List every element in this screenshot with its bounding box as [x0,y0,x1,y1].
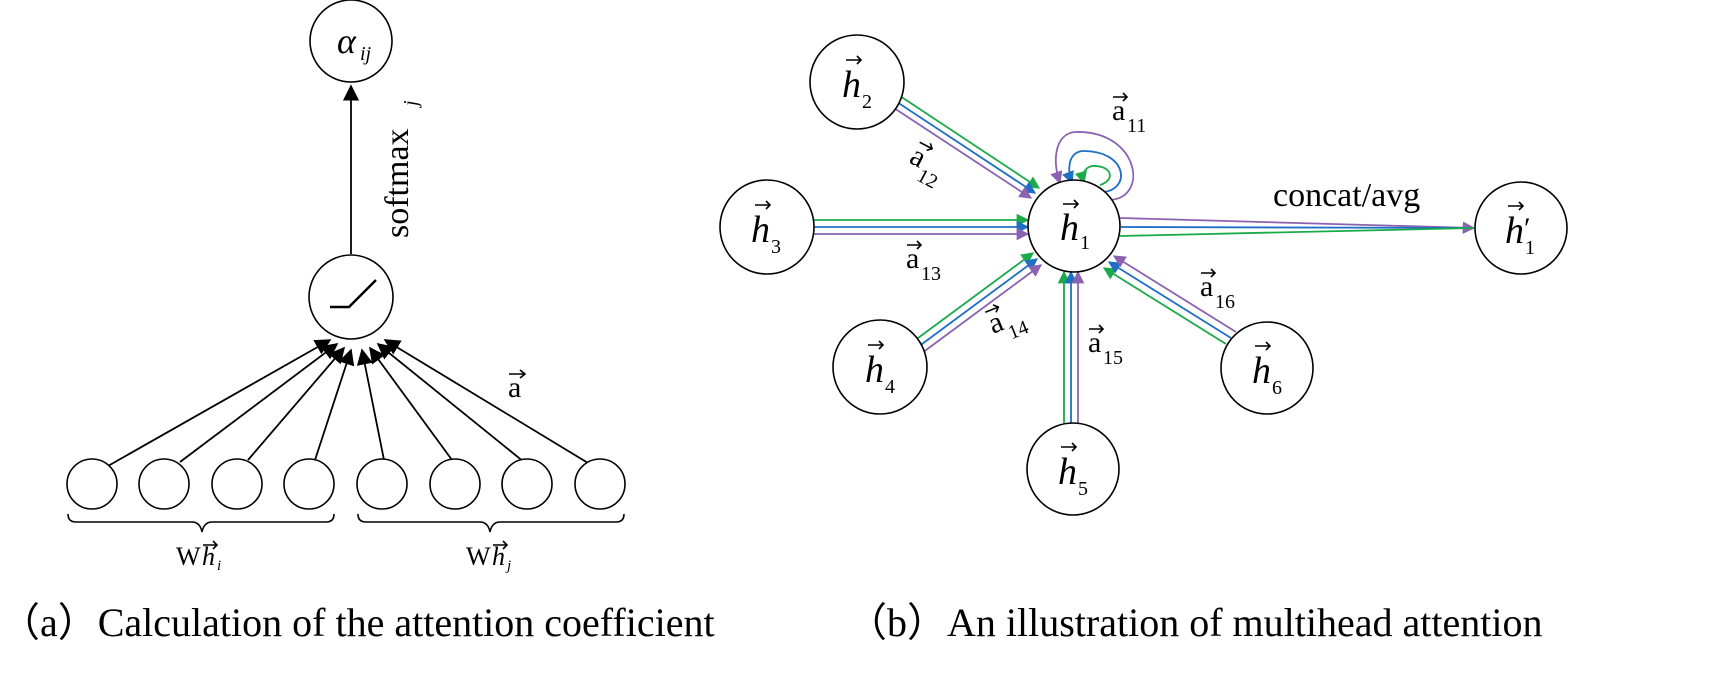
edge-label-a11-text: a [1112,94,1125,127]
caption-b: （b）An illustration of multihead attentio… [847,600,1542,645]
activation-curve-icon [330,279,377,309]
group-label-i-subscript: i [217,558,221,574]
edge-label-a14: a 14 [983,304,1032,344]
output-node-symbol: h [1505,210,1524,252]
group-label-i-prefix: W [176,542,201,571]
group-label-i: W h i [176,540,221,574]
input-node [283,458,335,510]
edge-label-a12: a 12 [905,139,942,193]
alpha-symbol: α [337,21,357,61]
edge-label-a15-text: a [1088,326,1101,359]
input-node [66,458,118,510]
input-nodes [66,458,626,510]
neighbor-h3-subscript: 3 [771,236,781,258]
neighbor-h3-symbol: h [751,209,770,251]
edge-label-a15: a 15 [1088,324,1123,369]
softmax-text: softmax [379,128,416,238]
input-node [501,458,553,510]
edge-h5-h1 [1057,270,1085,423]
panel-a: α ij softmax j a [0,0,715,645]
group-label-j-subscript: j [505,558,511,574]
neighbor-h2-symbol: h [842,64,861,106]
edge-label-a11-sub: 11 [1127,115,1146,137]
edge-h3-h1 [812,213,1030,241]
brace-right [357,513,625,533]
group-label-j: W h j [466,540,511,574]
neighbor-node-h5: h 5 [1026,422,1120,516]
edge-h4-h1 [913,252,1043,354]
edge-label-a11: a 11 [1112,92,1146,137]
edge-label-a16: a 16 [1200,268,1235,313]
edge-label-a16-sub: 16 [1215,291,1235,313]
edge-h6-h1 [1102,255,1237,345]
group-label-j-symbol: h [492,542,505,571]
aggregation-label: concat/avg [1273,177,1420,214]
neighbor-h2-subscript: 2 [862,91,872,113]
leakyrelu-node [308,254,394,340]
self-loop [1050,131,1135,201]
caption-a: （a）Calculation of the attention coeffici… [0,600,715,645]
edge-label-a13-sub: 13 [921,263,941,285]
edge-label-a15-sub: 15 [1103,347,1123,369]
edge-label-a14-sub: 14 [1005,316,1032,344]
output-node-subscript: 1 [1525,237,1535,259]
neighbor-h5-subscript: 5 [1078,478,1088,500]
neighbor-node-h2: h 2 [809,34,905,130]
panel-b: h 1 h 2 h 3 h 4 h 5 [719,34,1568,645]
input-node [574,458,626,510]
neighbor-h4-subscript: 4 [885,376,895,398]
weight-a-text: a [508,371,521,404]
input-arrows [107,339,594,467]
neighbor-h6-symbol: h [1252,350,1271,392]
input-node [429,458,481,510]
edge-h2-h1 [893,95,1041,199]
neighbor-node-h3: h 3 [719,179,815,275]
edge-label-a14-text: a [983,305,1008,341]
input-node [138,458,190,510]
edge-label-a13-text: a [906,242,919,275]
neighbor-h6-subscript: 6 [1272,377,1282,399]
softmax-subscript: j [400,100,422,109]
edge-h1-output [1119,217,1476,237]
group-label-j-prefix: W [466,542,491,571]
input-node [356,458,408,510]
center-node-symbol: h [1060,207,1079,249]
softmax-label: softmax j [379,100,422,238]
weight-label: a [508,369,527,404]
brace-left [67,513,335,533]
alpha-subscript: ij [360,43,372,65]
alpha-node: α ij [309,0,393,83]
neighbor-h4-symbol: h [865,349,884,391]
edge-label-a16-text: a [1200,270,1213,303]
neighbor-h5-symbol: h [1058,451,1077,493]
neighbor-node-h6: h 6 [1220,321,1314,415]
output-node-prime: ′ [1524,212,1531,245]
output-node-h1-prime: h ′ 1 [1474,181,1568,275]
neighbor-node-h4: h 4 [832,319,928,415]
input-node [211,458,263,510]
center-node-h1: h 1 [1027,179,1121,273]
center-node-subscript: 1 [1080,232,1090,254]
group-label-i-symbol: h [202,542,215,571]
edge-label-a13: a 13 [906,240,941,285]
